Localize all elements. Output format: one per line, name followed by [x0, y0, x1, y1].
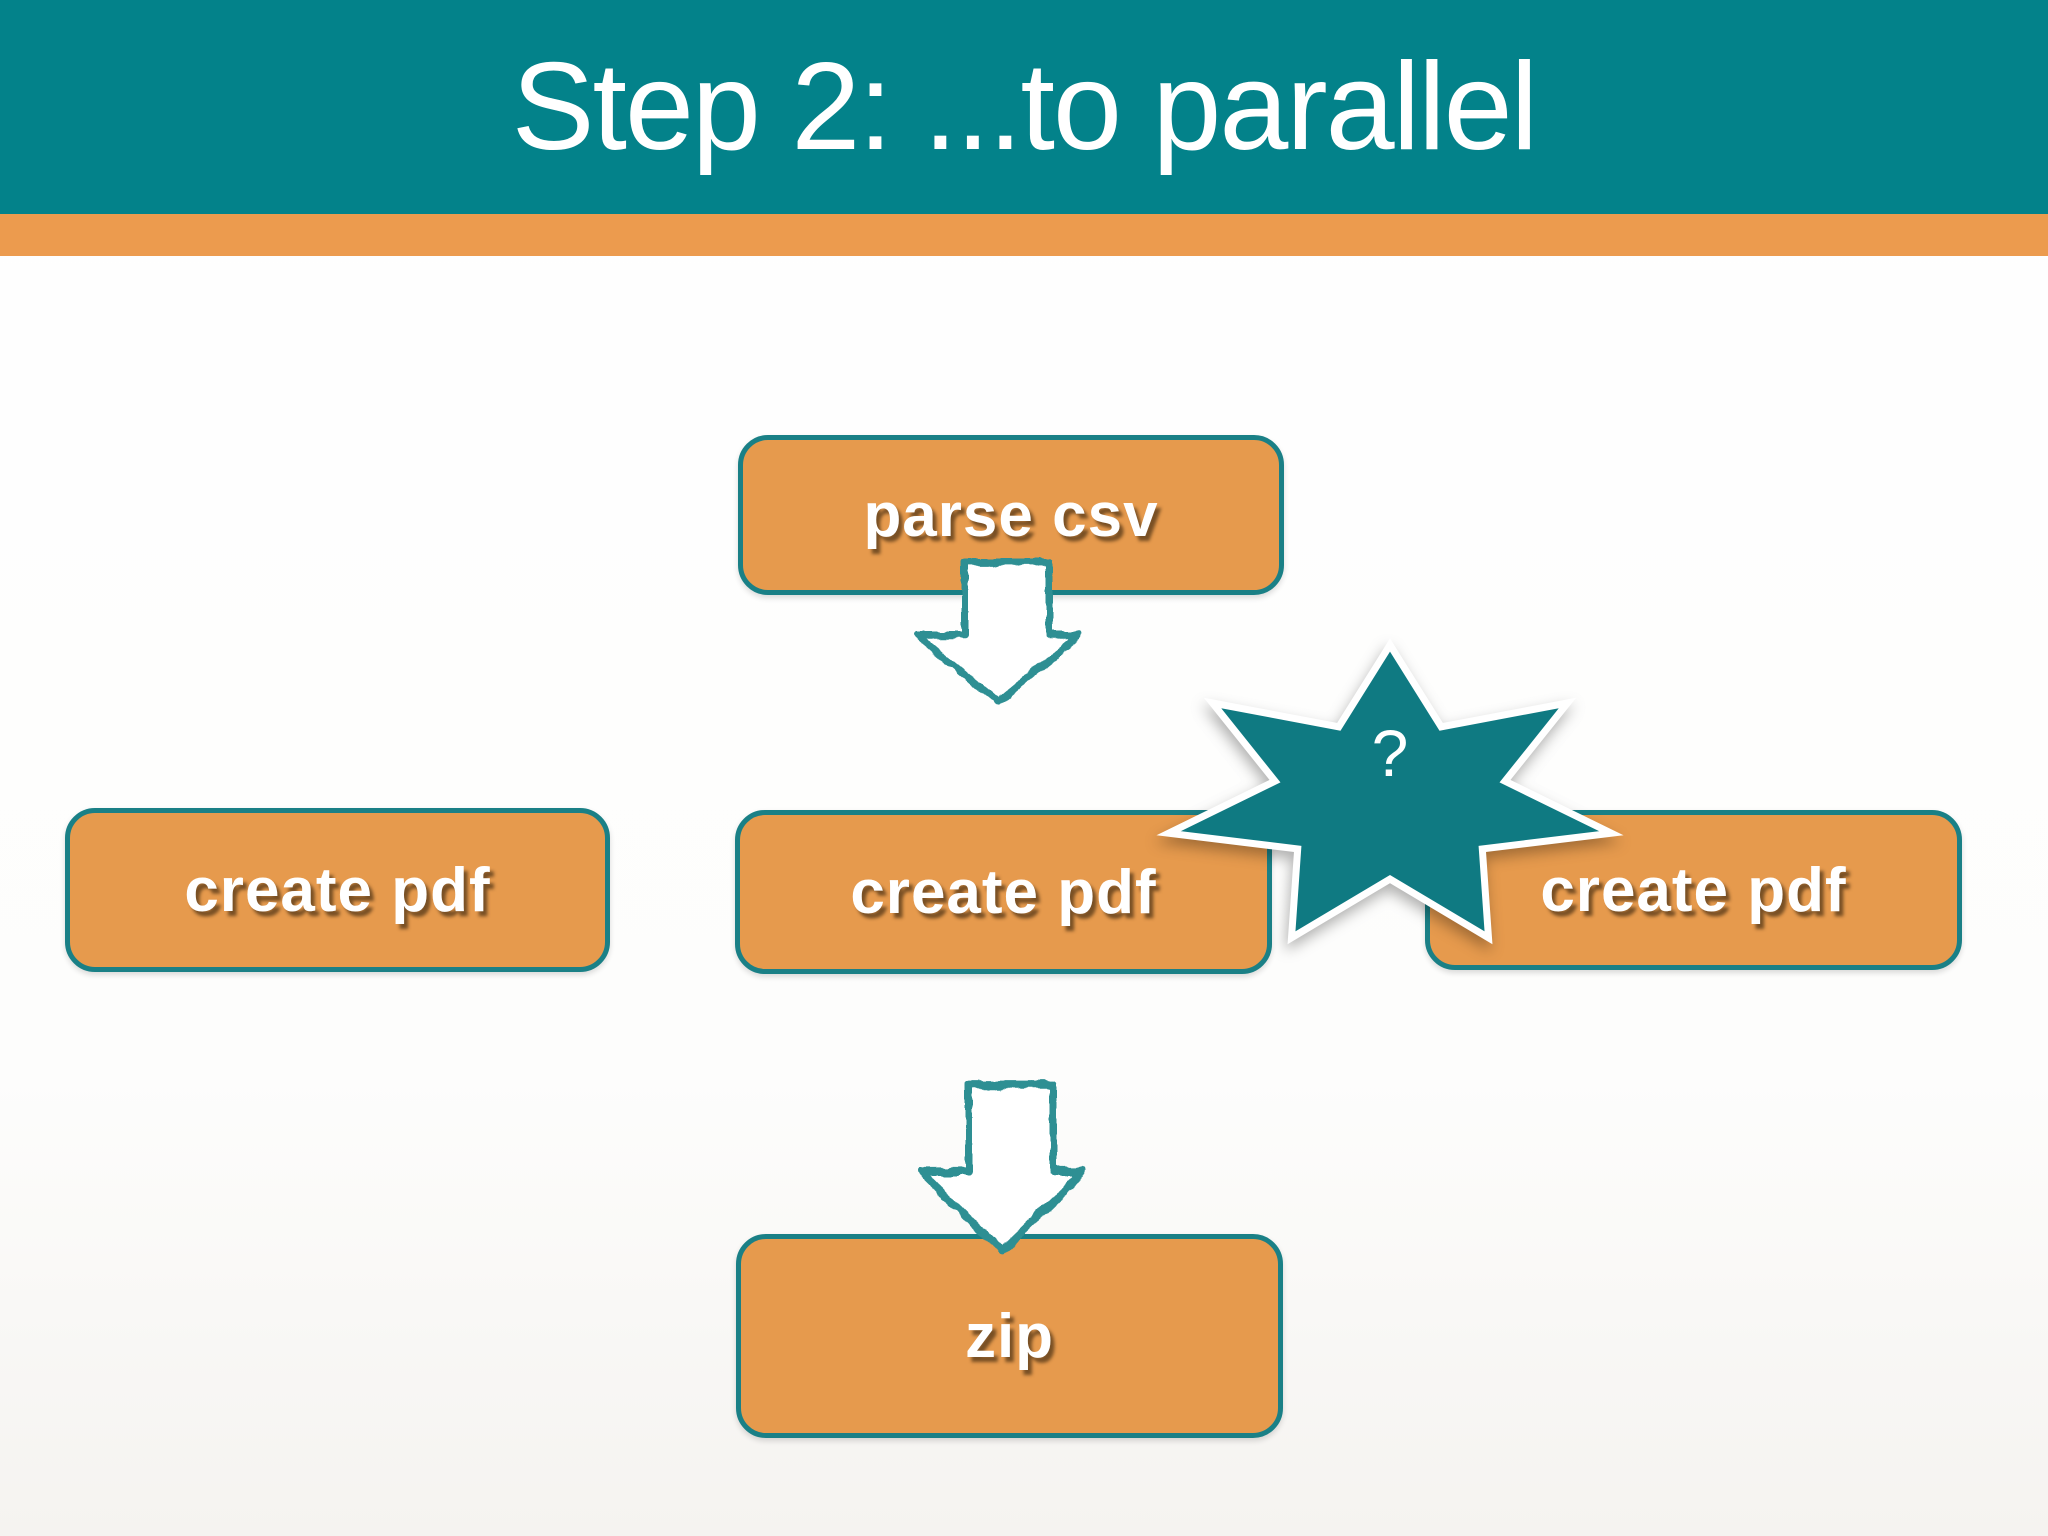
slide-header: Step 2: ...to parallel [0, 0, 2048, 214]
down-arrow-icon-bottom [917, 1080, 1088, 1256]
node-parse-csv-label: parse csv [863, 480, 1159, 550]
node-create-pdf-left: create pdf [65, 808, 610, 972]
question-mark-label: ? [1371, 716, 1409, 790]
node-zip-label: zip [964, 1301, 1055, 1371]
node-create-pdf-right-label: create pdf [1540, 855, 1847, 925]
down-arrow-icon-top [913, 558, 1084, 706]
slide-title: Step 2: ...to parallel [511, 38, 1538, 176]
node-create-pdf-center-label: create pdf [850, 857, 1157, 927]
node-create-pdf-right: create pdf [1425, 810, 1962, 970]
accent-bar [0, 214, 2048, 256]
node-zip: zip [736, 1234, 1283, 1438]
question-starburst: ? [1156, 638, 1624, 953]
star-icon [1156, 638, 1624, 945]
node-create-pdf-left-label: create pdf [184, 855, 491, 925]
